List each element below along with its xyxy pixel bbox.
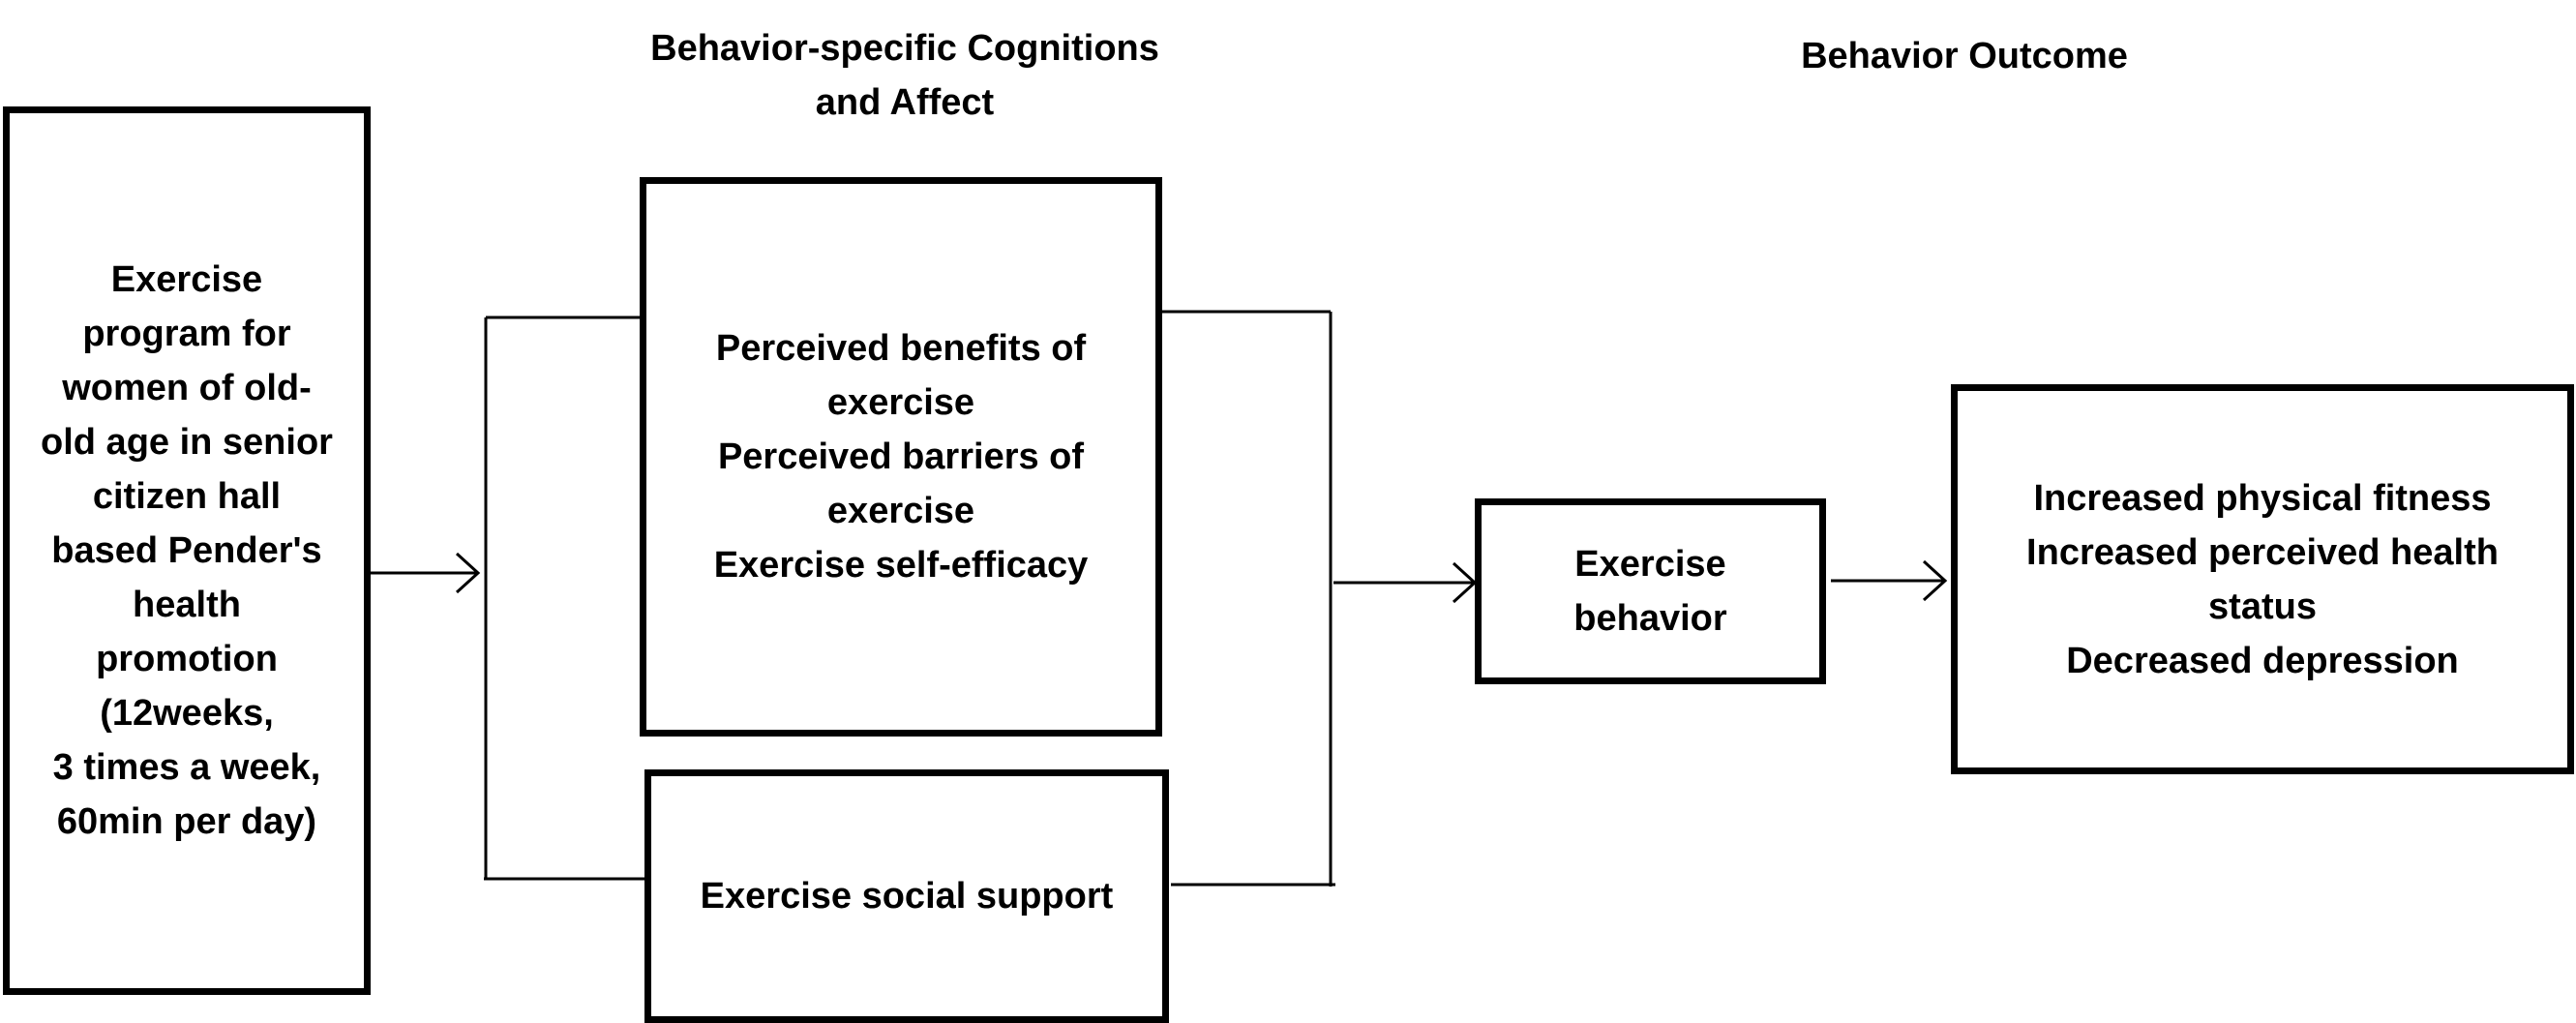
cognitions-text: Perceived benefits of exercise Perceived… <box>713 328 1089 586</box>
behavior-text: Exercise behavior <box>1573 544 1727 639</box>
heading-cognitions: Behavior-specific Cognitions and Affect <box>650 28 1159 123</box>
heading-outcome: Behavior Outcome <box>1801 36 2128 76</box>
program-text: Exercise program for women of old- old a… <box>41 259 333 842</box>
arrowhead-outcome <box>1922 559 1948 602</box>
social-support-text: Exercise social support <box>700 876 1114 917</box>
cognitions-box: Perceived benefits of exercise Perceived… <box>640 177 1162 737</box>
behavior-box: Exercise behavior <box>1475 498 1826 684</box>
outcome-box: Increased physical fitness Increased per… <box>1951 384 2574 774</box>
outcome-text: Increased physical fitness Increased per… <box>2026 477 2499 681</box>
program-box: Exercise program for women of old- old a… <box>3 106 371 995</box>
arrowhead-program <box>455 552 481 594</box>
social-support-box: Exercise social support <box>644 769 1169 1023</box>
